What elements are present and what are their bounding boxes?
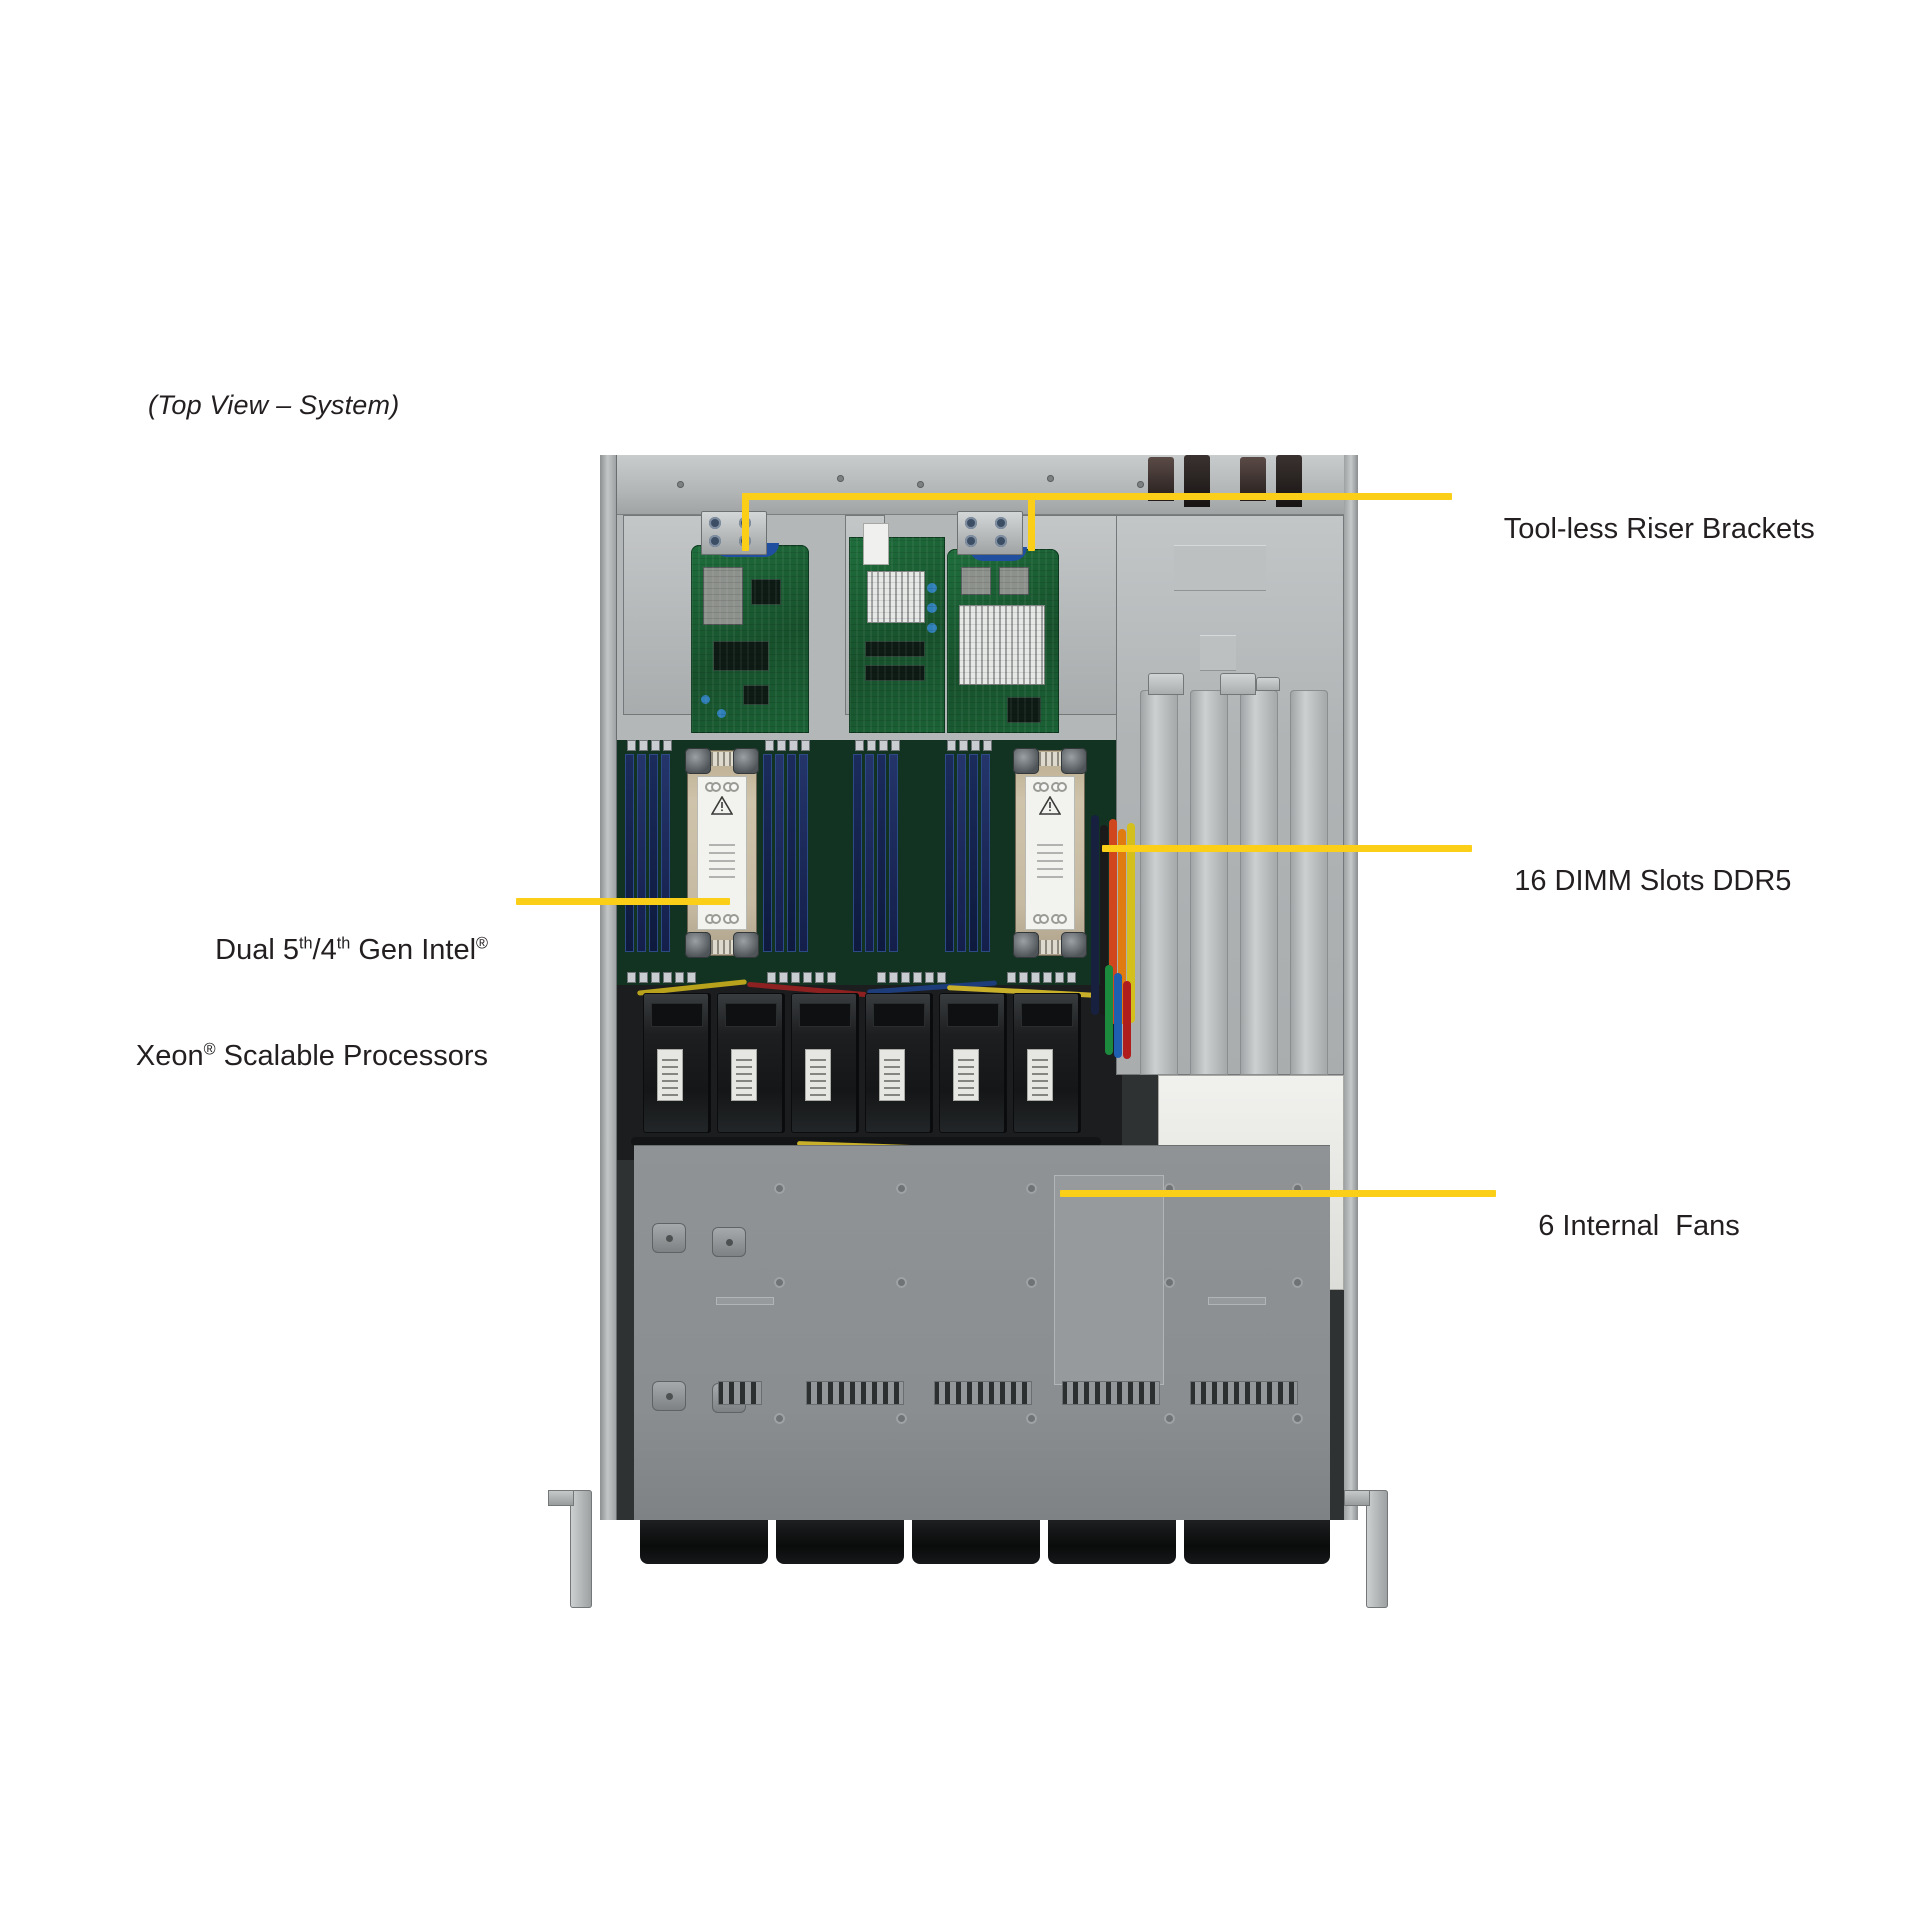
chassis-interior (617, 455, 1344, 1564)
callout-processors: Dual 5th/4th Gen Intel® Xeon® Scalable P… (28, 862, 488, 1145)
cpu-heatsink-2 (1013, 748, 1087, 958)
front-drive-bay-section (634, 1145, 1330, 1564)
warning-triangle-icon-2 (1039, 796, 1061, 815)
tool-less-riser-bracket-left[interactable] (701, 511, 767, 555)
tool-less-riser-bracket-right[interactable] (957, 511, 1023, 555)
motherboard-rear-section (849, 537, 945, 733)
drive-bay-tray-4[interactable] (1048, 1520, 1176, 1564)
leader-line-processors (516, 898, 730, 905)
leader-line-dimm-slots (1102, 845, 1472, 852)
power-cable-bundle (1089, 815, 1149, 1065)
rack-ear-handle-left[interactable] (548, 1490, 592, 1608)
drive-bay-tray-2[interactable] (776, 1520, 904, 1564)
leader-line-riser-brackets (742, 493, 1452, 500)
cpu-heatsink-1 (685, 748, 759, 958)
callout-dimm-slots: 16 DIMM Slots DDR5 (1482, 829, 1791, 935)
rack-ear-handle-right[interactable] (1344, 1490, 1388, 1608)
drive-bay-tray-5[interactable] (1184, 1520, 1330, 1564)
pcie-riser-zone (617, 511, 1122, 740)
rear-io-block (863, 523, 889, 565)
dimm-bank-2 (763, 754, 817, 952)
leader-line-internal-fans (1060, 1190, 1496, 1197)
fan-module-2[interactable] (717, 993, 785, 1133)
pcie-riser-card-right (947, 549, 1059, 733)
callout-internal-fans: 6 Internal Fans (1506, 1174, 1740, 1280)
callout-label-dimm-slots: 16 DIMM Slots DDR5 (1514, 865, 1792, 898)
callout-label-processors-line2: Xeon® Scalable Processors (135, 1039, 488, 1072)
fan-module-4[interactable] (865, 993, 933, 1133)
drive-bay-tray-1[interactable] (640, 1520, 768, 1564)
leader-drop-riser-right (1028, 493, 1035, 551)
dimm-bank-1 (625, 754, 679, 952)
warning-triangle-icon-1 (711, 796, 733, 815)
chassis-left-rail (600, 455, 617, 1520)
dimm-bank-3 (853, 754, 907, 952)
dimm-bank-4 (945, 754, 999, 952)
power-supply-bay (1116, 515, 1344, 1075)
cpu-dimm-zone (617, 740, 1122, 985)
pcie-riser-card-left (691, 545, 809, 733)
callout-label-internal-fans: 6 Internal Fans (1538, 1210, 1740, 1243)
fan-module-3[interactable] (791, 993, 859, 1133)
drive-bay-tray-3[interactable] (912, 1520, 1040, 1564)
server-chassis-illustration (548, 455, 1388, 1608)
callout-label-riser-brackets: Tool-less Riser Brackets (1503, 513, 1815, 546)
chassis-right-rail (1344, 455, 1358, 1520)
chassis-top-crossbar (617, 455, 1344, 515)
fan-module-6[interactable] (1013, 993, 1081, 1133)
callout-label-processors-line1: Dual 5th/4th Gen Intel® (215, 933, 488, 966)
leader-drop-riser-left (742, 493, 749, 551)
fan-zone (617, 979, 1122, 1160)
fan-module-1[interactable] (643, 993, 711, 1133)
page-title: (Top View – System) (148, 390, 400, 420)
fan-module-5[interactable] (939, 993, 1007, 1133)
callout-tool-less-riser-brackets: Tool-less Riser Brackets (1472, 477, 1815, 583)
